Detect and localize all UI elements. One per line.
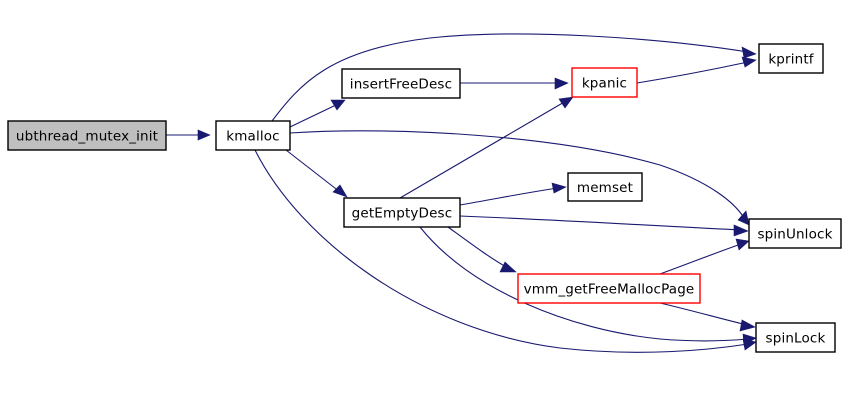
edge-line — [399, 100, 567, 199]
edge-vmm_getFreeMallocPage-to-spinUnlock — [659, 238, 750, 275]
node-box[interactable] — [755, 322, 836, 353]
edge-line — [659, 243, 742, 275]
node-spinLock[interactable]: spinLock — [755, 322, 836, 353]
node-kprintf[interactable]: kprintf — [758, 43, 824, 74]
arrowhead-icon — [739, 319, 756, 332]
arrowhead-icon — [332, 184, 348, 198]
edge-line — [285, 149, 341, 193]
node-box[interactable] — [7, 120, 167, 151]
node-box[interactable] — [748, 218, 842, 249]
edge-line — [459, 215, 741, 231]
edge-kmalloc-to-spinLock — [254, 149, 757, 353]
edge-line — [459, 187, 559, 206]
nodes-layer: ubthread_mutex_init kmalloc insertFreeDesc… — [7, 43, 842, 353]
edge-kmalloc-to-insertFreeDesc — [289, 99, 346, 128]
arrowhead-icon — [741, 56, 757, 68]
arrowhead-icon — [551, 182, 567, 194]
edge-line — [636, 61, 749, 84]
node-box[interactable] — [215, 120, 291, 151]
edge-ubthread_mutex_init-to-kmalloc — [166, 129, 211, 141]
node-insertFreeDesc[interactable]: insertFreeDesc — [341, 68, 461, 99]
edge-line — [289, 103, 339, 128]
edge-getEmptyDesc-to-kpanic — [399, 96, 574, 199]
edge-line — [271, 33, 749, 122]
node-ubthread_mutex_init[interactable]: ubthread_mutex_init — [7, 120, 167, 151]
edge-insertFreeDesc-to-kpanic — [460, 77, 569, 90]
arrowhead-icon — [741, 46, 757, 59]
node-box[interactable] — [343, 197, 461, 228]
edge-getEmptyDesc-to-vmm_getFreeMallocPage — [447, 226, 517, 273]
edge-line — [447, 226, 509, 269]
node-box[interactable] — [567, 172, 643, 202]
edge-line — [254, 149, 749, 353]
arrowhead-icon — [499, 261, 517, 273]
edges-layer — [166, 33, 757, 353]
arrowhead-icon — [733, 224, 749, 237]
node-kmalloc[interactable]: kmalloc — [215, 120, 291, 151]
node-box[interactable] — [517, 273, 701, 304]
edge-kpanic-to-kprintf — [636, 56, 757, 84]
edge-line — [289, 130, 745, 219]
arrowhead-icon — [735, 238, 750, 251]
edge-kmalloc-to-kprintf — [271, 33, 757, 122]
edge-line — [419, 226, 749, 342]
arrowhead-icon — [737, 210, 750, 226]
edge-line — [659, 302, 748, 326]
node-spinUnlock[interactable]: spinUnlock — [748, 218, 842, 249]
node-kpanic[interactable]: kpanic — [571, 67, 638, 98]
arrowhead-icon — [554, 77, 569, 90]
node-box[interactable] — [758, 43, 824, 74]
edge-getEmptyDesc-to-spinUnlock — [459, 215, 749, 237]
edge-kmalloc-to-spinUnlock — [289, 130, 750, 226]
edge-vmm_getFreeMallocPage-to-spinLock — [659, 302, 756, 332]
arrowhead-icon — [330, 99, 346, 111]
edge-kmalloc-to-getEmptyDesc — [285, 149, 348, 198]
arrowhead-icon — [742, 338, 757, 351]
node-memset[interactable]: memset — [567, 172, 643, 202]
arrowhead-icon — [197, 129, 211, 141]
node-vmm_getFreeMallocPage[interactable]: vmm_getFreeMallocPage — [517, 273, 701, 304]
node-box[interactable] — [341, 68, 461, 99]
node-box[interactable] — [571, 67, 638, 98]
node-getEmptyDesc[interactable]: getEmptyDesc — [343, 197, 461, 228]
arrowhead-icon — [558, 96, 574, 109]
edge-getEmptyDesc-to-memset — [459, 182, 567, 206]
